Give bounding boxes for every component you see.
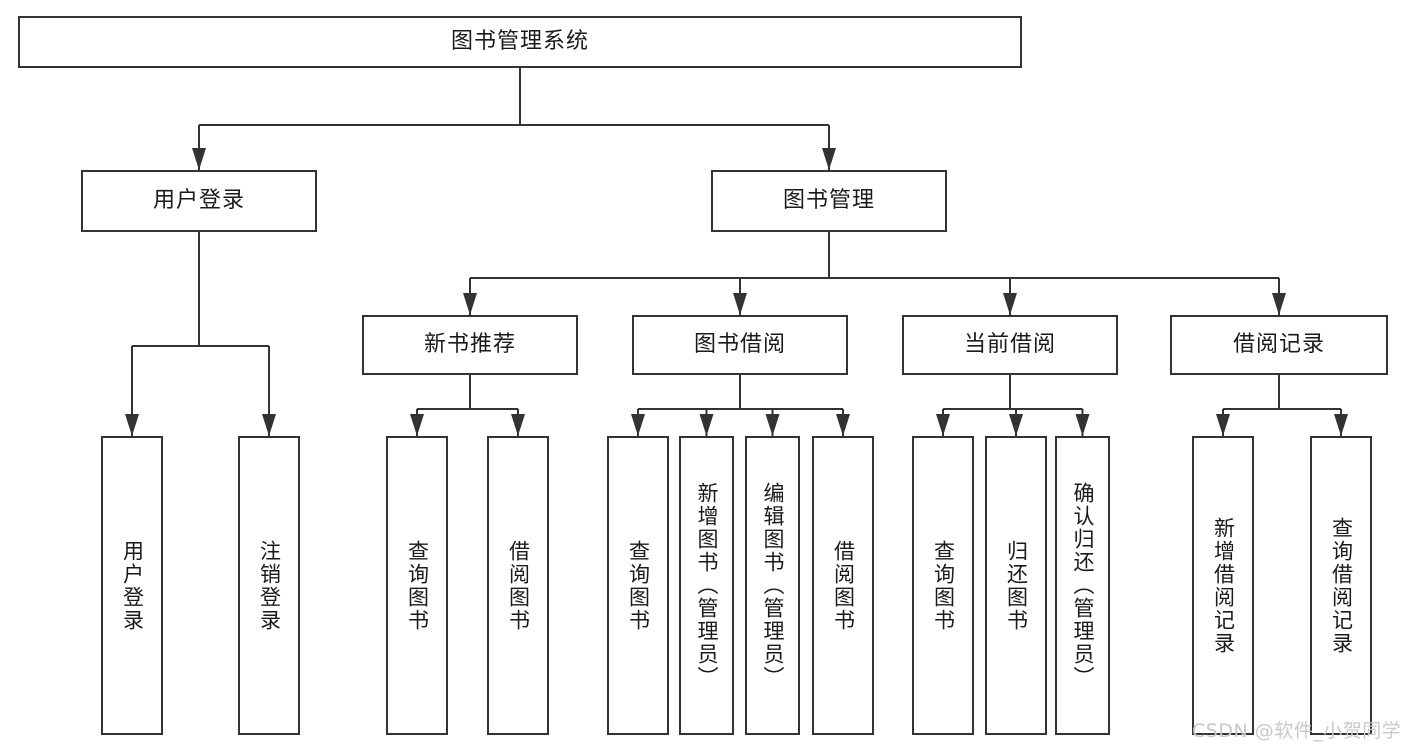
node-label: 图书管理 — [782, 187, 875, 213]
node-leaf-query-book-1[interactable]: 查询图书 — [386, 436, 448, 735]
node-leaf-borrow-book-2[interactable]: 借阅图书 — [812, 436, 874, 735]
node-borrow-record[interactable]: 借阅记录 — [1170, 315, 1388, 375]
node-leaf-confirm-return[interactable]: 确认归还（管理员） — [1055, 436, 1110, 735]
node-label: 用户登录 — [120, 539, 145, 632]
node-user-login[interactable]: 用户登录 — [81, 170, 317, 232]
node-label: 确认归还（管理员） — [1070, 482, 1095, 689]
node-label: 新增借阅记录 — [1211, 516, 1236, 655]
node-label: 当前借阅 — [963, 331, 1056, 357]
node-label: 图书借阅 — [693, 331, 786, 357]
node-label: 新书推荐 — [423, 331, 516, 357]
node-book-borrow[interactable]: 图书借阅 — [632, 315, 848, 375]
node-label: 查询图书 — [931, 539, 956, 632]
node-label: 查询图书 — [626, 539, 651, 632]
node-root[interactable]: 图书管理系统 — [18, 16, 1022, 68]
node-label: 借阅图书 — [506, 539, 531, 632]
node-new-book-rec[interactable]: 新书推荐 — [362, 315, 578, 375]
node-label: 查询借阅记录 — [1329, 516, 1354, 655]
node-leaf-borrow-book-1[interactable]: 借阅图书 — [487, 436, 549, 735]
node-label: 借阅记录 — [1232, 331, 1325, 357]
node-label: 归还图书 — [1004, 539, 1029, 632]
node-label: 注销登录 — [257, 539, 282, 632]
node-leaf-add-record[interactable]: 新增借阅记录 — [1192, 436, 1254, 735]
node-leaf-query-book-2[interactable]: 查询图书 — [607, 436, 669, 735]
node-label: 用户登录 — [152, 187, 245, 213]
node-leaf-query-record[interactable]: 查询借阅记录 — [1310, 436, 1372, 735]
node-leaf-return-book[interactable]: 归还图书 — [985, 436, 1047, 735]
node-book-manage[interactable]: 图书管理 — [711, 170, 947, 232]
node-leaf-user-login[interactable]: 用户登录 — [101, 436, 163, 735]
node-leaf-edit-book[interactable]: 编辑图书（管理员） — [745, 436, 800, 735]
node-leaf-user-logout[interactable]: 注销登录 — [238, 436, 300, 735]
node-label: 查询图书 — [405, 539, 430, 632]
node-label: 图书管理系统 — [450, 28, 589, 54]
node-label: 编辑图书（管理员） — [760, 482, 785, 689]
node-leaf-query-book-3[interactable]: 查询图书 — [912, 436, 974, 735]
node-leaf-add-book[interactable]: 新增图书（管理员） — [679, 436, 734, 735]
node-label: 借阅图书 — [831, 539, 856, 632]
node-label: 新增图书（管理员） — [694, 482, 719, 689]
node-current-borrow[interactable]: 当前借阅 — [902, 315, 1118, 375]
watermark-text: CSDN @软件_小贺同学 — [1192, 720, 1402, 742]
